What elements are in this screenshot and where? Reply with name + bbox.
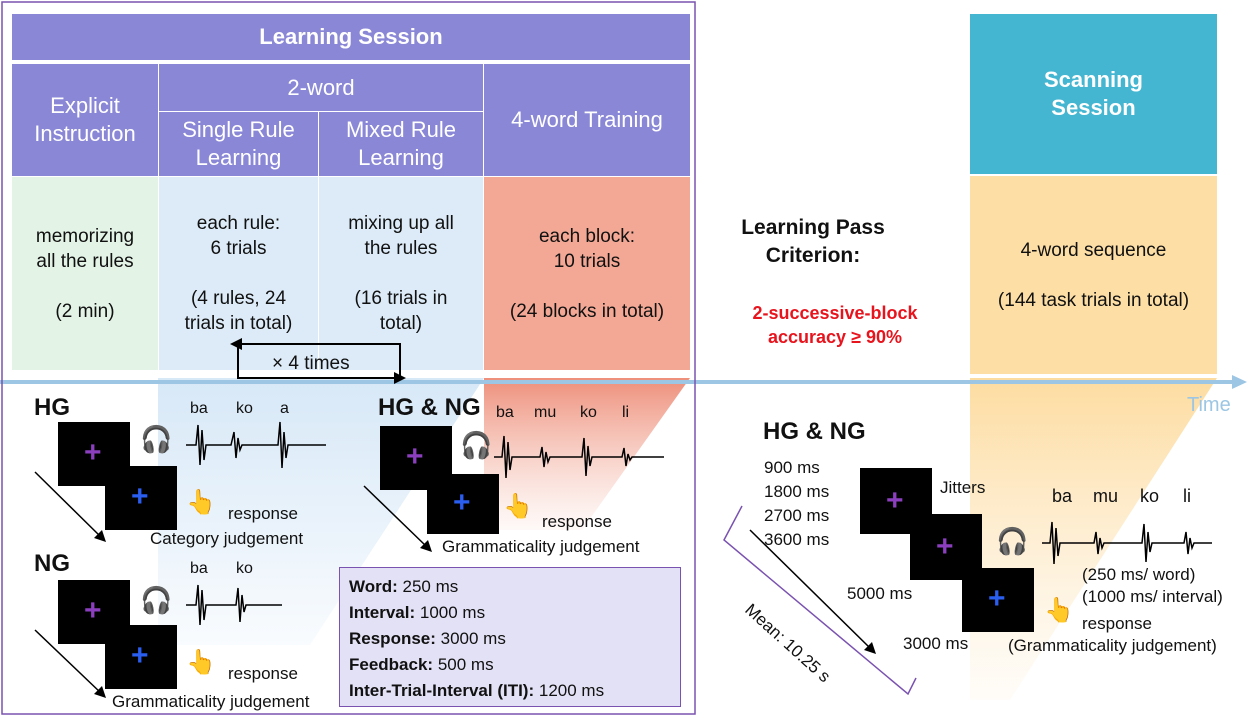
mixed-rule-body: mixing up all the rules (16 trials in to… [319,177,483,370]
hgng-scan-response-label: response [1082,614,1152,633]
hg-label: HG [34,394,70,421]
hgng-scan-5000ms: 5000 ms [847,584,913,603]
ng-label: NG [34,550,70,577]
hg-judgement-label: Category judgement [150,529,304,548]
timing-interval: Interval: 1000 ms [349,603,486,622]
ng-fixation-screen-2: + [105,625,177,689]
hg-headphones-icon: 🎧 [140,424,173,454]
hgng-scan-syllable-1: ba [1052,486,1073,506]
hgng-learning-screen-2: + [427,474,499,534]
timing-iti: Inter-Trial-Interval (ITI): 1200 ms [349,681,605,700]
criterion-rule: 2-successive-block accuracy ≥ 90% [752,303,918,347]
hgng-scan-syllable-2: mu [1093,486,1119,506]
explicit-instruction-body: memorizing all the rules (2 min) [12,177,158,370]
hgng-scan-syllable-3: ko [1140,486,1160,506]
scanning-session-header: Scanning Session [970,14,1217,174]
learning-session-border [1,1,696,715]
ng-syllable-2: ko [236,560,253,577]
timing-response: Response: 3000 ms [349,629,506,648]
hgng-scan-jitter-values: 900 ms 1800 ms 2700 ms 3600 ms [764,458,830,549]
hgng-learning-syllable-2: mu [534,404,557,421]
ng-waveform [186,584,282,626]
hgng-learning-arrow [363,485,432,552]
time-arrow-head [1232,375,1247,389]
timing-word: Word: 250 ms [349,577,459,596]
hgng-learning-label: HG & NG [378,394,481,421]
hgng-learning-syllable-3: ko [580,404,597,421]
left-timeline-arrows [34,471,106,698]
hgng-scan-waveform [1042,521,1212,565]
hgng-scan-3000ms: 3000 ms [903,634,969,653]
time-label: Time [1187,394,1231,416]
hgng-scan-headphones-icon: 🎧 [996,526,1029,556]
hgng-scan-label: HG & NG [763,418,866,445]
hgng-learning-headphones-icon: 🎧 [460,430,493,460]
ng-response-label: response [228,664,298,683]
hgng-scan-syllable-4: li [1183,486,1191,506]
hgng-scan-hand-icon: 👆 [1044,597,1074,624]
criterion-title: Learning Pass Criterion: [741,216,885,267]
hgng-scan-judgement-label: (Grammaticality judgement) [1008,636,1217,655]
explicit-instruction-header: Explicit Instruction [12,64,158,176]
hg-syllable-3: a [280,400,289,417]
hg-hand-icon: 👆 [186,489,216,516]
learning-session-title: Learning Session [12,14,690,60]
timing-feedback: Feedback: 500 ms [349,655,494,674]
hgng-learning-syllable-4: li [622,404,630,421]
timing-box: Word: 250 ms Interval: 1000 ms Response:… [339,567,681,707]
hgng-scan-screen-3: + [962,568,1034,632]
hgng-learning-syllable-1: ba [496,404,514,421]
hgng-scan-jitters-label: Jitters [940,478,986,497]
hgng-learning-judgement-label: Grammaticality judgement [442,537,640,556]
scanning-session-body: 4-word sequence (144 task trials in tota… [970,176,1217,374]
hgng-learning-response-label: response [542,512,612,531]
single-rule-body: each rule: 6 trials (4 rules, 24 trials … [159,177,318,370]
hgng-scan-timing-note: (250 ms/ word) (1000 ms/ interval) [1082,565,1223,606]
ng-syllable-1: ba [190,560,208,577]
ng-headphones-icon: 🎧 [140,585,173,615]
hg-waveform [186,421,326,469]
four-word-training-header: 4-word Training [484,64,690,176]
hg-response-label: response [228,504,298,523]
ng-judgement-label: Grammaticality judgement [112,692,310,711]
hgng-learning-hand-icon: 👆 [503,493,533,520]
ng-hand-icon: 👆 [186,649,216,676]
four-word-training-body: each block: 10 trials (24 blocks in tota… [484,177,690,370]
hg-fixation-screen-2: + [105,466,177,530]
hg-syllable-1: ba [190,400,208,417]
single-rule-header: Single Rule Learning [159,112,318,176]
mixed-rule-header: Mixed Rule Learning [319,112,483,176]
hg-syllable-2: ko [236,400,253,417]
hgng-learning-waveform [494,435,664,479]
repeat-label: × 4 times [272,353,350,374]
hgng-scan-timeline [723,505,917,696]
two-word-header: 2-word [159,64,483,112]
repeat-bracket [230,338,406,384]
